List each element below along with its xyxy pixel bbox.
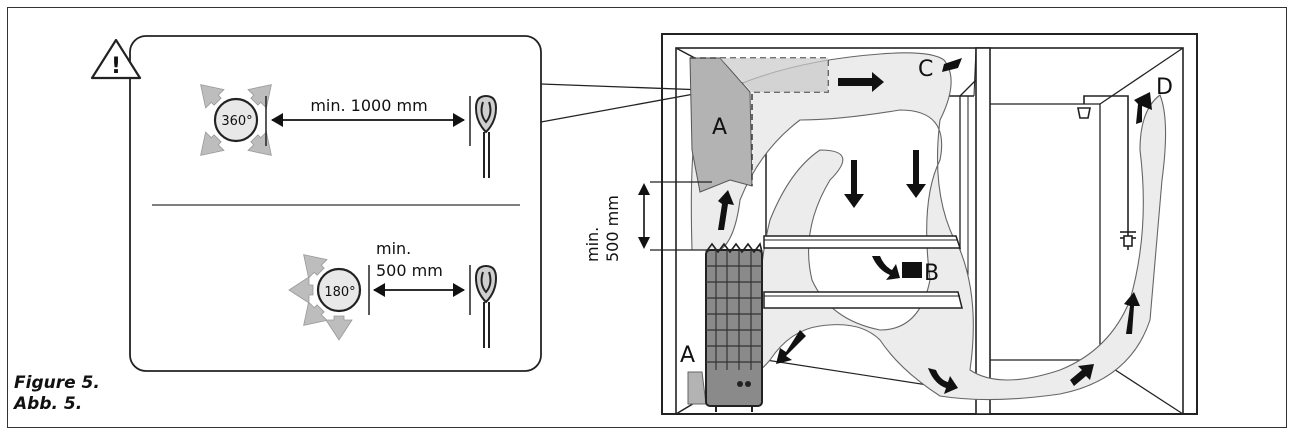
vent-c <box>942 58 962 72</box>
warning-symbol: ! <box>111 54 121 79</box>
figure-caption-de: Abb. 5. <box>14 394 83 414</box>
distance-500-label-line1: min. <box>376 239 411 258</box>
angle-360-label: 360° <box>221 114 252 129</box>
zone-label-a-upper: A <box>712 115 727 140</box>
zone-a-lower <box>687 371 707 405</box>
sauna-room: min. 500 mm <box>583 33 1198 415</box>
vent-b <box>902 262 922 278</box>
zone-a-upper <box>689 57 753 193</box>
air-flow-arrow-icon <box>718 72 1152 394</box>
heater-icon <box>705 242 763 412</box>
height-label-line2: 500 mm <box>603 195 622 262</box>
sauna-bench-lower <box>763 291 963 309</box>
zone-label-a-lower: A <box>680 343 695 368</box>
zone-label-c: C <box>918 57 933 82</box>
warning-triangle-icon: ! <box>90 38 142 80</box>
figure-caption-en: Figure 5. <box>14 373 100 393</box>
zone-label-b: B <box>924 261 939 286</box>
distance-500-label-line2: 500 mm <box>376 261 443 280</box>
zone-label-d: D <box>1156 75 1173 100</box>
clearance-inset: ! 360° min. 1000 mm 180° <box>90 35 706 372</box>
angle-180-label: 180° <box>324 285 355 300</box>
callout-line <box>540 83 706 91</box>
fan-360-icon <box>191 75 281 165</box>
height-label-line1: min. <box>583 227 602 262</box>
sauna-bench-upper <box>763 235 962 249</box>
shower-icon <box>1077 95 1136 250</box>
distance-1000-label: min. 1000 mm <box>310 96 427 115</box>
air-flow-region <box>690 52 1167 401</box>
callout-line <box>540 91 706 123</box>
fan-180-icon <box>288 245 362 341</box>
